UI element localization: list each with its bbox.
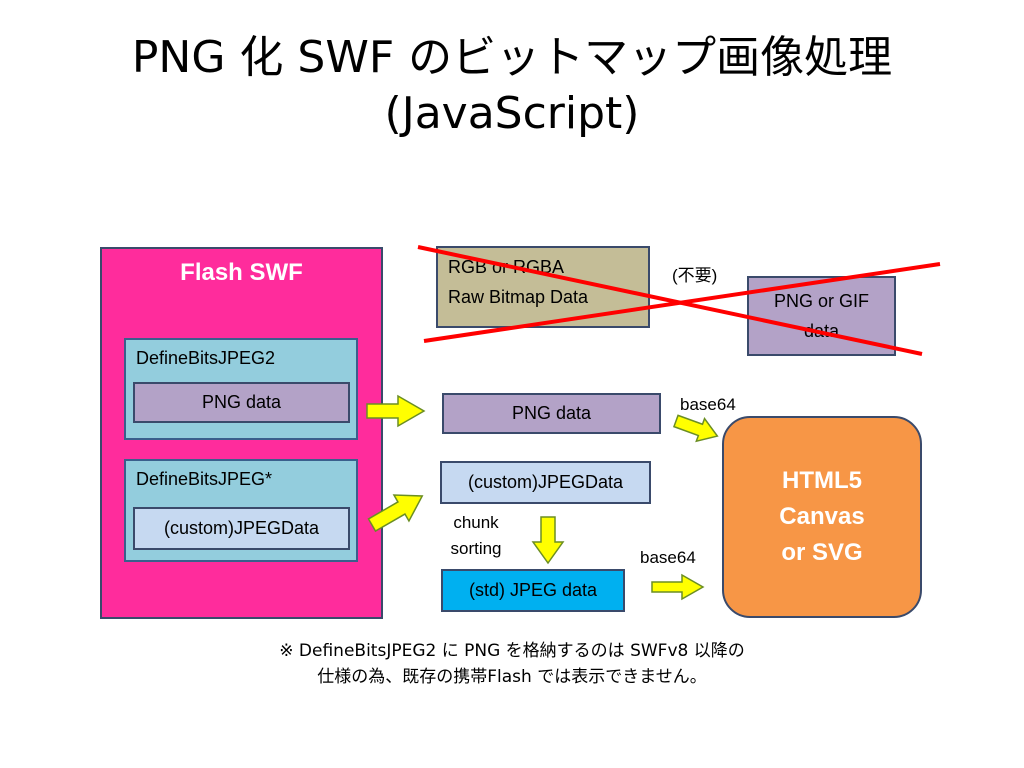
png-gif-line-2: data [803, 321, 840, 341]
swf-custom-jpeg-box: (custom)JPEGData [133, 507, 350, 550]
arrow-base64-top [672, 414, 719, 443]
definebitsjpeg-star-label: DefineBitsJPEG* [136, 469, 273, 489]
chunk-sorting-line-1: chunk [453, 513, 499, 532]
png-data-label: PNG data [511, 403, 592, 423]
custom-jpeg-label: (custom)JPEGData [467, 472, 624, 492]
page-title: PNG 化 SWF のビットマップ画像処理 (JavaScript) [0, 30, 1024, 142]
title-line-2: (JavaScript) [384, 88, 640, 139]
std-jpeg-box: (std) JPEG data [441, 569, 625, 612]
definebitsjpeg2-label: DefineBitsJPEG2 [136, 348, 276, 368]
arrow-chunk-down [531, 516, 565, 565]
output-line-2: Canvas [779, 503, 865, 530]
output-line-1: HTML5 [782, 467, 862, 494]
png-gif-box: PNG or GIF data [747, 276, 896, 356]
std-jpeg-label: (std) JPEG data [468, 580, 598, 600]
swf-png-data-label: PNG data [201, 392, 282, 412]
raw-bitmap-line-2: Raw Bitmap Data [448, 287, 589, 307]
footnote-line-2: 仕様の為、既存の携帯Flash では表示できません。 [317, 667, 707, 687]
title-line-1: PNG 化 SWF のビットマップ画像処理 [131, 32, 893, 83]
html5-canvas-box: HTML5 Canvas or SVG [722, 416, 922, 618]
chunk-sorting-label: chunk sorting [444, 510, 508, 562]
unneeded-label: (不要) [672, 266, 718, 285]
footnote: ※ DefineBitsJPEG2 に PNG を格納するのは SWFv8 以降… [0, 638, 1024, 690]
png-data-box: PNG data [442, 393, 661, 434]
raw-bitmap-line-1: RGB or RGBA [448, 257, 565, 277]
arrow-base64-bottom [651, 573, 705, 601]
swf-custom-jpeg-label: (custom)JPEGData [163, 518, 320, 538]
png-gif-line-1: PNG or GIF [773, 291, 869, 311]
custom-jpeg-box: (custom)JPEGData [440, 461, 651, 504]
flash-swf-label: Flash SWF [180, 259, 303, 286]
base64-top-label: base64 [680, 395, 736, 414]
chunk-sorting-line-2: sorting [450, 539, 502, 558]
base64-bottom-label: base64 [640, 548, 696, 567]
output-line-3: or SVG [781, 539, 863, 566]
swf-png-data-box: PNG data [133, 382, 350, 423]
raw-bitmap-box: RGB or RGBA Raw Bitmap Data [436, 246, 650, 328]
footnote-line-1: ※ DefineBitsJPEG2 に PNG を格納するのは SWFv8 以降… [279, 641, 745, 661]
